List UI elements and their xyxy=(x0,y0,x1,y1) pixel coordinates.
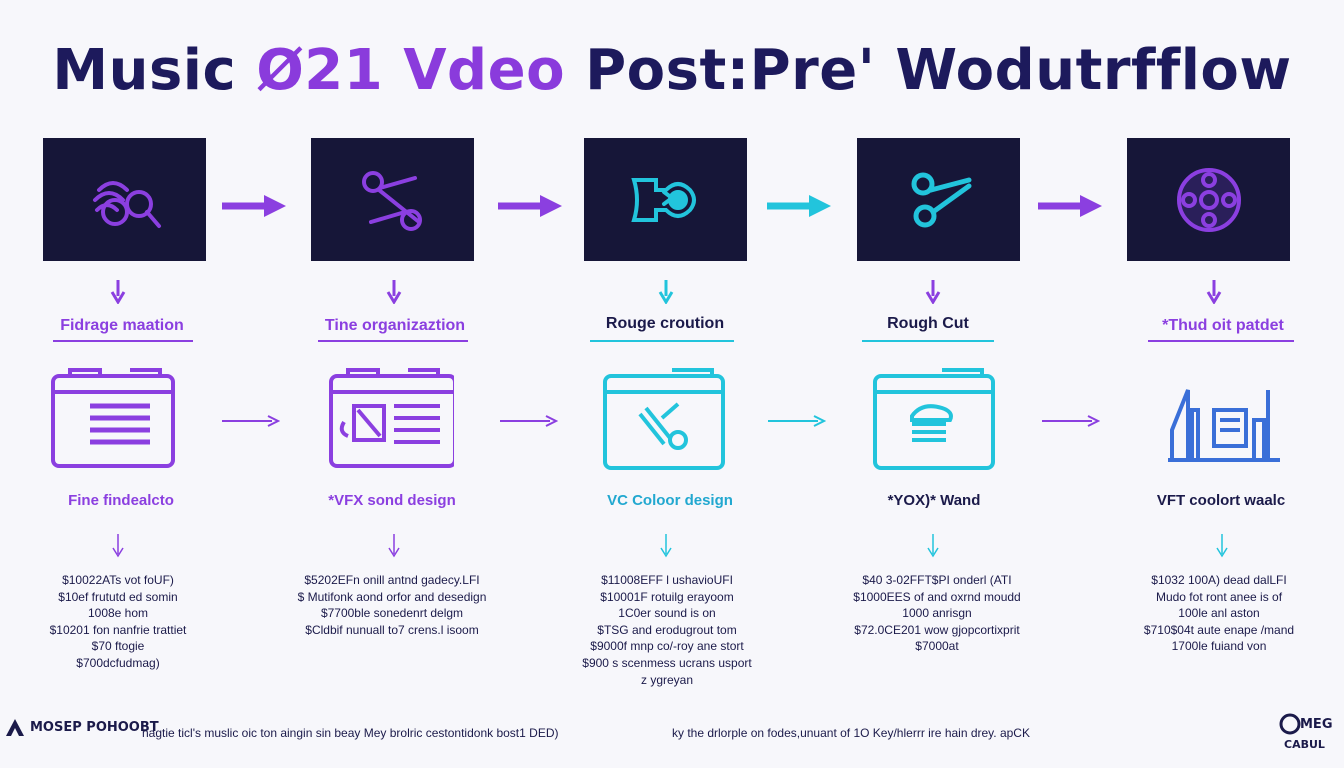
stage-notes-3: $11008EFF l ushavioUFI $10001F rotuilg e… xyxy=(552,572,782,688)
note-line: $900 s scenmess ucrans usport xyxy=(582,655,752,670)
headphones-icon xyxy=(92,180,161,228)
stage-rule-4 xyxy=(862,340,994,342)
audio-window-icon xyxy=(873,368,995,470)
stage-tile-2[interactable] xyxy=(311,138,474,261)
footer-left-text: nagtie ticl's muslic oic ton aingin sin … xyxy=(142,726,559,740)
corner-logo: MEG CABUL xyxy=(1279,713,1333,751)
page-title: Music Ø21 Vdeo Post:Pre' Wodutrfflow xyxy=(0,38,1344,103)
thin-arrow-4 xyxy=(1042,415,1100,427)
note-line: $ Mutifonk aond orfor and desedign xyxy=(297,589,487,604)
note-line: $72.0CE201 wow gjopcortixprit xyxy=(854,622,1020,637)
stage-rule-2 xyxy=(318,340,468,342)
note-line: 1C0er sound is on xyxy=(618,606,716,621)
title-part-2: Ø21 Vdeo xyxy=(256,38,586,103)
note-line: $11008EFF l ushavioUFI xyxy=(601,573,733,587)
stage-label-4: Rough Cut xyxy=(887,315,969,332)
note-line: 1000 anrisgn xyxy=(902,606,972,621)
stage-tile-3[interactable] xyxy=(584,138,747,261)
stage-label-3: Rouge croution xyxy=(605,315,725,332)
flow-arrow-1 xyxy=(222,195,286,217)
note-line: $10001F rotuilg erayoom xyxy=(600,589,734,604)
stage-notes-4: $40 3-02FFT$PI onderl (ATI $1000EES of a… xyxy=(822,572,1052,655)
stage-notes-1: $10022ATs vot foUF) $10ef frututd ed som… xyxy=(3,572,233,672)
color-window-icon xyxy=(603,368,725,470)
note-line: z ygreyan xyxy=(640,672,694,687)
footer-brand: MOSEP POHOOBT xyxy=(30,719,159,735)
note-line: $10ef frututd ed somin xyxy=(58,589,178,604)
stage-label-5: *Thud oit patdet xyxy=(1162,317,1284,334)
note-line: 100le anl aston xyxy=(1178,606,1260,621)
stage-label-1: Fidrage maation xyxy=(60,317,184,334)
stage-rule-3 xyxy=(590,340,734,342)
small-down-arrow-1 xyxy=(112,534,124,558)
note-line: $7700ble sonedenrt delgm xyxy=(320,606,464,621)
stage-sublabel-2: *VFX sond design xyxy=(328,492,456,509)
note-line: $1000EES of and oxrnd moudd xyxy=(853,589,1021,604)
note-line: 1008e hom xyxy=(87,606,149,621)
note-line: $10022ATs vot foUF) xyxy=(62,573,174,587)
down-arrow-3 xyxy=(658,280,674,304)
small-down-arrow-3 xyxy=(660,534,672,558)
note-line: $9000f mnp co/-roy ane stort xyxy=(590,639,744,654)
stage-sublabel-3: VC Coloor design xyxy=(607,492,733,509)
small-down-arrow-4 xyxy=(927,534,939,558)
footer-logo: MOSEP POHOOBT xyxy=(4,716,159,738)
stage-label-2: Tine organizaztion xyxy=(324,317,466,334)
flow-arrow-4 xyxy=(1038,195,1102,217)
note-line: $10201 fon nanfrie trattiet xyxy=(49,622,187,637)
note-line: $700dcfudmag) xyxy=(76,655,160,670)
note-line: 1700le fuiand von xyxy=(1171,639,1267,654)
footer-right-text: ky the drlorple on fodes,unuant of 1O Ke… xyxy=(672,726,1030,740)
scissors-cut-icon xyxy=(911,172,971,227)
stage-notes-2: $5202EFn onill antnd gadecy.LFI $ Mutifo… xyxy=(277,572,507,638)
brand-mark-icon xyxy=(6,719,24,736)
svg-text:CABUL: CABUL xyxy=(1284,738,1325,751)
stage-tile-1[interactable] xyxy=(43,138,206,261)
flow-arrow-3 xyxy=(767,195,831,217)
stage-tile-5[interactable] xyxy=(1127,138,1290,261)
note-line: $1032 100A) dead dalLFI xyxy=(1151,573,1287,587)
thin-arrow-1 xyxy=(222,415,280,427)
note-line: $Cldbif nunuall to7 crens.l isoom xyxy=(305,622,479,637)
note-line: $7000at xyxy=(915,639,959,654)
film-reel-icon xyxy=(1176,167,1241,232)
note-line: $5202EFn onill antnd gadecy.LFI xyxy=(304,573,480,587)
stage-sublabel-1: Fine findealcto xyxy=(68,492,174,509)
note-line: $70 ftogie xyxy=(91,639,145,654)
flow-arrow-2 xyxy=(498,195,562,217)
title-part-3: Post:Pre' Wodutrfflow xyxy=(585,38,1292,103)
note-line: Mudo fot ront anee is of xyxy=(1155,589,1283,604)
stage-notes-5: $1032 100A) dead dalLFI Mudo fot ront an… xyxy=(1104,572,1334,655)
down-arrow-5 xyxy=(1206,280,1222,304)
stage-sublabel-5: VFT coolort waalc xyxy=(1156,492,1286,509)
file-window-icon xyxy=(51,368,175,468)
small-down-arrow-5 xyxy=(1216,534,1228,558)
down-arrow-2 xyxy=(386,280,402,304)
small-down-arrow-2 xyxy=(388,534,400,558)
thin-arrow-3 xyxy=(768,415,826,427)
editor-window-icon xyxy=(329,368,454,468)
title-part-1: Music xyxy=(52,38,257,103)
thin-arrow-2 xyxy=(500,415,558,427)
stage-rule-1 xyxy=(53,340,193,342)
stage-sublabel-4: *YOX)* Wand xyxy=(887,492,981,509)
svg-text:MEG: MEG xyxy=(1300,717,1333,732)
down-arrow-4 xyxy=(925,280,941,304)
stage-rule-5 xyxy=(1148,340,1294,342)
camera-icon xyxy=(630,177,696,222)
note-line: $710$04t aute enape /mand xyxy=(1143,622,1295,637)
note-line: $TSG and erodugrout tom xyxy=(597,622,737,637)
scissors-icon xyxy=(361,170,422,231)
stage-tile-4[interactable] xyxy=(857,138,1020,261)
down-arrow-1 xyxy=(110,280,126,304)
note-line: $40 3-02FFT$PI onderl (ATI xyxy=(862,573,1012,587)
cityscape-icon xyxy=(1168,389,1280,462)
